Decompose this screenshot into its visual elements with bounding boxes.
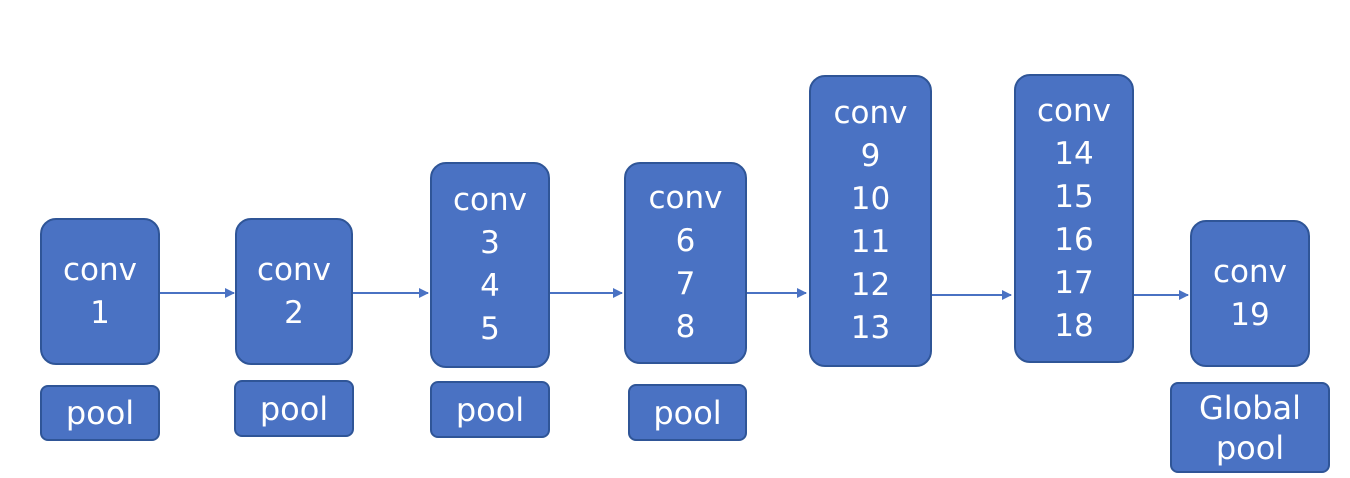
conv-block-5-layer-13: 13 <box>850 310 891 346</box>
conv-block-1: conv 1 <box>40 218 160 365</box>
conv-block-2: conv 2 <box>235 218 353 365</box>
conv-block-6-layer-16: 16 <box>1054 221 1094 258</box>
conv-block-5-layer-12: 12 <box>850 267 891 303</box>
conv-block-5-label: conv <box>833 95 908 131</box>
conv-block-6-layer-18: 18 <box>1054 307 1094 344</box>
conv-block-1-label: conv <box>62 251 137 288</box>
conv-block-6-layer-15: 15 <box>1054 178 1094 215</box>
pool-block-1: pool <box>40 385 160 441</box>
pool-block-3-label: pool <box>455 390 525 429</box>
pool-block-4-label: pool <box>653 393 722 432</box>
conv-block-5-layer-9: 9 <box>860 138 881 174</box>
global-pool-block: Global pool <box>1170 382 1330 473</box>
pool-block-1-label: pool <box>65 394 135 432</box>
conv-block-2-layer-2: 2 <box>284 294 304 331</box>
conv-block-4-label: conv <box>648 180 723 216</box>
conv-block-7-layer-19: 19 <box>1230 296 1270 333</box>
pool-block-2-label: pool <box>259 389 329 428</box>
conv-block-2-label: conv <box>256 251 331 288</box>
pool-block-4: pool <box>628 384 747 441</box>
conv-block-6: conv 14 15 16 17 18 <box>1014 74 1134 363</box>
pool-block-3: pool <box>430 381 550 438</box>
conv-block-5-layer-11: 11 <box>850 224 891 260</box>
conv-block-5-layer-10: 10 <box>850 181 891 217</box>
conv-block-3-layer-3: 3 <box>480 225 500 261</box>
conv-block-4-layer-6: 6 <box>675 223 696 259</box>
conv-block-6-label: conv <box>1036 92 1111 129</box>
conv-block-7: conv 19 <box>1190 220 1310 367</box>
global-pool-label-line-1: Global <box>1198 388 1302 427</box>
conv-block-5: conv 9 10 11 12 13 <box>809 75 932 367</box>
conv-block-1-layer-1: 1 <box>90 294 110 331</box>
conv-block-7-label: conv <box>1212 253 1287 290</box>
conv-block-4-layer-7: 7 <box>675 266 696 302</box>
conv-block-6-layer-17: 17 <box>1054 264 1094 301</box>
conv-block-4-layer-8: 8 <box>675 309 696 345</box>
conv-block-3: conv 3 4 5 <box>430 162 550 368</box>
conv-block-3-layer-5: 5 <box>480 311 500 347</box>
conv-block-3-layer-4: 4 <box>480 268 500 304</box>
conv-block-4: conv 6 7 8 <box>624 162 747 364</box>
pool-block-2: pool <box>234 380 354 437</box>
conv-block-3-label: conv <box>452 182 527 218</box>
global-pool-label-line-2: pool <box>1215 428 1285 467</box>
conv-block-6-layer-14: 14 <box>1054 135 1094 172</box>
